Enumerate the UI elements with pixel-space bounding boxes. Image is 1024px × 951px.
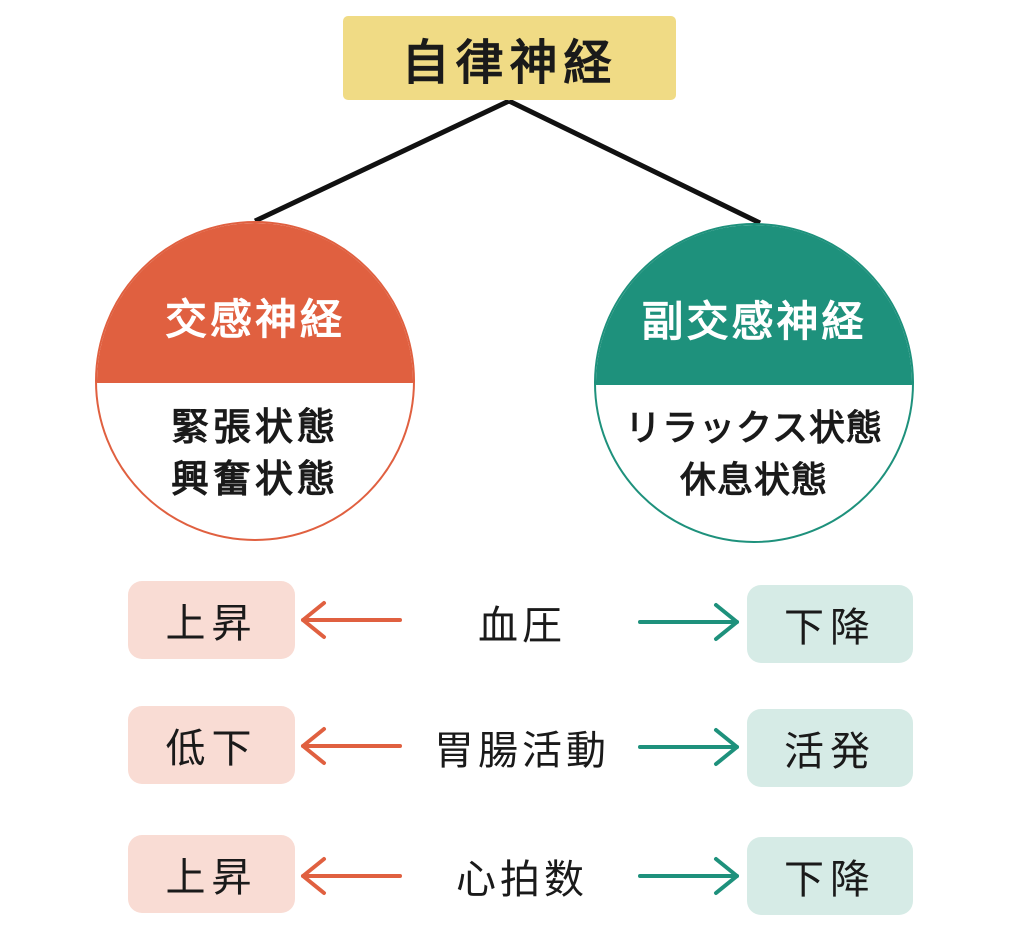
sympathetic-title-band: 交感神経 xyxy=(97,223,413,383)
row-2-arrows xyxy=(301,857,739,895)
parasympathetic-effect-gut-activity: 活発 xyxy=(747,709,913,787)
row-label: 血圧 xyxy=(478,603,566,649)
sympathetic-effect-blood-pressure: 上昇 xyxy=(128,581,295,659)
arrow-right-icon xyxy=(638,603,739,641)
arrow-right-icon xyxy=(638,728,739,766)
parasympathetic-effect-heart-rate: 下降 xyxy=(747,837,913,915)
sympathetic-node: 交感神経 緊張状態 興奮状態 xyxy=(95,221,415,541)
effect-value: 下降 xyxy=(784,857,876,903)
sympathetic-effect-heart-rate: 上昇 xyxy=(128,835,295,913)
root-node-autonomic-nerve: 自律神経 xyxy=(343,16,676,100)
effect-value: 低下 xyxy=(165,726,258,772)
arrow-left-icon xyxy=(301,857,402,895)
row-label: 胃腸活動 xyxy=(434,728,610,774)
effect-value: 上昇 xyxy=(165,855,258,901)
parasympathetic-state-relax: リラックス状態 xyxy=(625,408,883,449)
sympathetic-states: 緊張状態 興奮状態 xyxy=(97,383,413,539)
row-1-arrows xyxy=(301,727,739,766)
sympathetic-title: 交感神経 xyxy=(164,295,345,344)
row-0-arrows xyxy=(301,601,739,641)
row-label-blood-pressure: 血圧 xyxy=(412,592,632,652)
effect-value: 下降 xyxy=(784,605,876,651)
row-label: 心拍数 xyxy=(456,857,588,903)
effect-value: 上昇 xyxy=(165,601,258,647)
row-label-heart-rate: 心拍数 xyxy=(412,846,632,906)
row-label-gut-activity: 胃腸活動 xyxy=(412,717,632,777)
tree-line-right xyxy=(507,98,762,226)
parasympathetic-node: 副交感神経 リラックス状態 休息状態 xyxy=(594,223,914,543)
sympathetic-effect-gut-activity: 低下 xyxy=(128,706,295,784)
arrow-right-icon xyxy=(638,857,739,895)
root-node-label: 自律神経 xyxy=(401,35,618,91)
parasympathetic-effect-blood-pressure: 下降 xyxy=(747,585,913,663)
parasympathetic-title: 副交感神経 xyxy=(641,297,867,346)
arrow-left-icon xyxy=(301,601,402,639)
parasympathetic-states: リラックス状態 休息状態 xyxy=(596,385,912,541)
tree-line-left xyxy=(253,98,511,224)
arrow-left-icon xyxy=(301,727,402,765)
sympathetic-state-excitement: 興奮状態 xyxy=(170,457,339,501)
sympathetic-state-tension: 緊張状態 xyxy=(170,405,339,449)
effect-value: 活発 xyxy=(784,729,876,775)
parasympathetic-title-band: 副交感神経 xyxy=(596,225,912,385)
parasympathetic-state-rest: 休息状態 xyxy=(679,460,828,501)
